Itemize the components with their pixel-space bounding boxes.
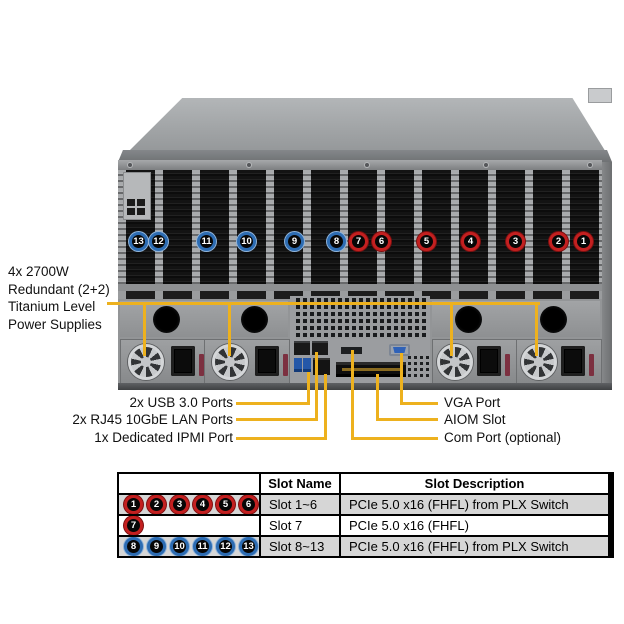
vga-port-label: VGA Port xyxy=(444,395,501,410)
callout-line-psu xyxy=(535,302,538,356)
table-slot-description: PCIe 5.0 x16 (FHFL) xyxy=(341,516,608,535)
psu-latch xyxy=(199,354,204,376)
lower-slot-strip xyxy=(118,291,602,299)
slot-area-divider xyxy=(118,284,602,291)
callout-line-usb xyxy=(307,372,310,405)
callout-line-com xyxy=(351,350,354,440)
callout-line-aiom xyxy=(376,374,379,421)
lan-ports-label: 2x RJ45 10GbE LAN Ports xyxy=(72,412,233,427)
callout-line-com xyxy=(351,437,438,440)
psu-fan-icon xyxy=(128,344,164,380)
callout-line-ipmi xyxy=(236,437,327,440)
table-slot-name: Slot 8~13 xyxy=(261,537,339,556)
aiom-slot-label: AIOM Slot xyxy=(444,412,506,427)
callout-line-psu xyxy=(143,302,146,356)
psu-label-line: Redundant (2+2) xyxy=(8,281,110,297)
slot-badge-8: 8 xyxy=(124,537,143,556)
table-slot-description: PCIe 5.0 x16 (FHFL) from PLX Switch xyxy=(341,537,608,556)
callout-line-vga xyxy=(400,402,438,405)
callout-line-psu xyxy=(228,302,231,356)
psu-fan-hole xyxy=(241,306,268,333)
power-inlet xyxy=(477,346,501,376)
psu-fan-icon xyxy=(437,344,473,380)
screw-icon xyxy=(247,163,251,167)
chassis-top-lip xyxy=(118,150,612,162)
slot-badge-13: 13 xyxy=(239,537,258,556)
rear-io-panel xyxy=(290,296,430,383)
slot-badge-1: 1 xyxy=(124,495,143,514)
psu-fan-icon xyxy=(521,344,557,380)
usb-ports-label: 2x USB 3.0 Ports xyxy=(129,395,233,410)
slot-badge-4: 4 xyxy=(193,495,212,514)
slot-badge-2: 2 xyxy=(147,495,166,514)
psu-module-4 xyxy=(516,339,602,385)
slot-badge-12: 12 xyxy=(216,537,235,556)
psu-module-1 xyxy=(120,339,206,385)
vga-port-icon xyxy=(389,344,410,356)
chassis-bottom-edge xyxy=(118,383,612,390)
psu-bay-left xyxy=(118,299,290,385)
lan-port-icon xyxy=(294,341,310,355)
slot-badge-7: 7 xyxy=(124,516,143,535)
chassis-side-panel xyxy=(600,162,612,390)
callout-line-psu xyxy=(450,302,453,356)
table-header-slot-description: Slot Description xyxy=(341,474,608,493)
psu-label-line: Power Supplies xyxy=(8,316,102,332)
psu-upper-panel xyxy=(432,301,600,337)
table-header-slot-name: Slot Name xyxy=(261,474,339,493)
table-badge-cell: 7 xyxy=(119,516,259,535)
psu-upper-panel xyxy=(120,301,288,337)
psu-bay-right xyxy=(430,299,602,385)
table-header-badge xyxy=(119,474,259,493)
pcie-slot-area xyxy=(118,170,602,284)
power-inlet xyxy=(171,346,195,376)
slot-badge-6: 6 xyxy=(239,495,258,514)
usb-port-icon xyxy=(294,358,302,372)
power-inlet xyxy=(255,346,279,376)
screw-icon xyxy=(588,163,592,167)
callout-line-usb xyxy=(236,402,310,405)
psu-latch xyxy=(283,354,288,376)
psu-fan-hole xyxy=(455,306,482,333)
callout-line-ipmi xyxy=(324,374,327,440)
table-slot-name: Slot 1~6 xyxy=(261,495,339,514)
chassis-rear-tab xyxy=(588,88,612,103)
slot-badge-9: 9 xyxy=(147,537,166,556)
rear-panel-rim xyxy=(118,160,602,170)
usb-port-icon xyxy=(303,358,311,372)
ipmi-port-label: 1x Dedicated IPMI Port xyxy=(94,430,233,445)
psu-label-line: 4x 2700W xyxy=(8,264,69,279)
psu-label-line: Titanium Level xyxy=(8,299,96,314)
callout-line-lan xyxy=(315,352,318,421)
slot-badge-5: 5 xyxy=(216,495,235,514)
screw-icon xyxy=(484,163,488,167)
screw-icon xyxy=(128,163,132,167)
psu-latch xyxy=(589,354,594,376)
table-slot-description: PCIe 5.0 x16 (FHFL) from PLX Switch xyxy=(341,495,608,514)
callout-line-aiom xyxy=(376,418,438,421)
callout-line-lan xyxy=(236,418,318,421)
callout-line-psu xyxy=(107,302,540,305)
slot-badge-11: 11 xyxy=(193,537,212,556)
psu-callout-label: 4x 2700W Redundant (2+2) Titanium Level … xyxy=(8,263,110,333)
rear-io-bracket xyxy=(123,172,151,220)
psu-module-3 xyxy=(432,339,518,385)
table-slot-name: Slot 7 xyxy=(261,516,339,535)
slot-badge-10: 10 xyxy=(170,537,189,556)
psu-fan-hole xyxy=(540,306,567,333)
com-port-label: Com Port (optional) xyxy=(444,430,562,445)
aiom-slot-icon xyxy=(336,362,406,377)
slot-badge-3: 3 xyxy=(170,495,189,514)
psu-module-2 xyxy=(204,339,290,385)
psu-latch xyxy=(505,354,510,376)
power-inlet xyxy=(561,346,585,376)
lan-port-icon xyxy=(312,341,328,355)
callout-line-vga xyxy=(400,353,403,405)
vent-grid-small xyxy=(408,356,430,380)
psu-fan-hole xyxy=(153,306,180,333)
screw-icon xyxy=(365,163,369,167)
